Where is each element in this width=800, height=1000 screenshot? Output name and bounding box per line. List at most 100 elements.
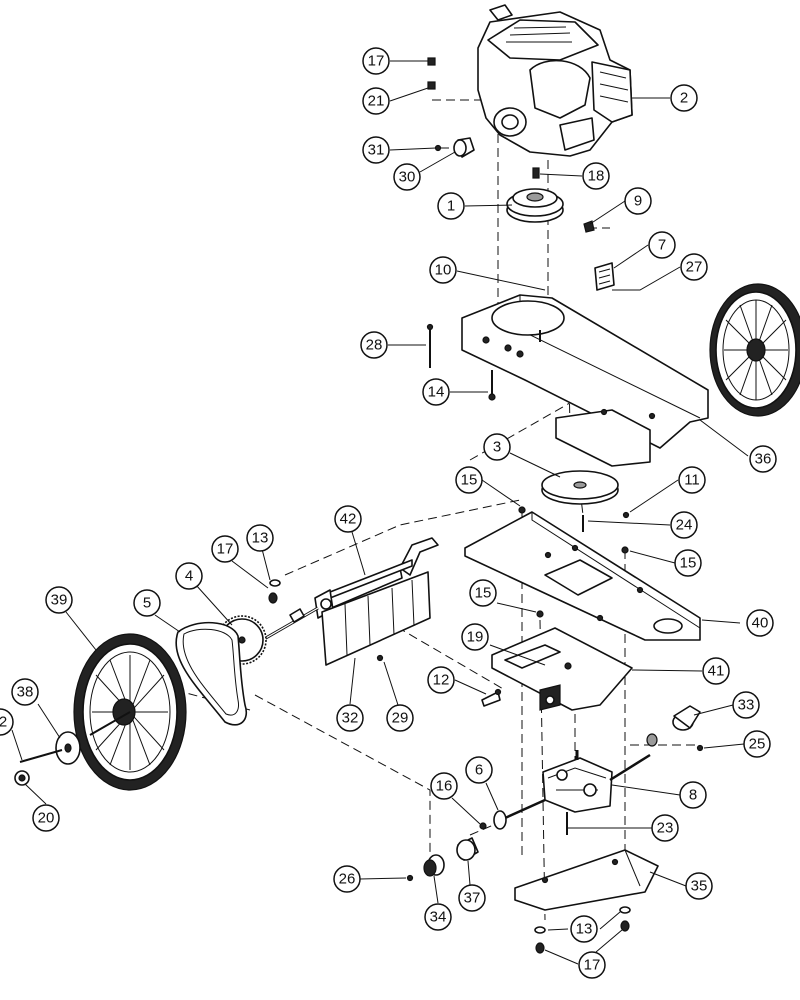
svg-text:19: 19 xyxy=(467,629,484,646)
svg-text:2: 2 xyxy=(680,90,688,107)
svg-text:15: 15 xyxy=(475,585,492,602)
shaft-parts-left xyxy=(406,810,507,882)
svg-text:30: 30 xyxy=(399,169,416,186)
callout-36: 36 xyxy=(749,445,777,473)
callout-39: 39 xyxy=(45,586,73,614)
callout-4: 4 xyxy=(175,562,203,590)
bracket-plate-part-41 xyxy=(491,627,633,711)
svg-text:20: 20 xyxy=(38,810,55,827)
svg-text:11: 11 xyxy=(684,472,700,489)
callout-31: 31 xyxy=(362,136,390,164)
svg-text:27: 27 xyxy=(686,259,703,276)
callout-6: 6 xyxy=(465,756,493,784)
callout-34: 34 xyxy=(424,903,452,931)
callout-15-c: 15 xyxy=(469,579,497,607)
callout-2-bolt: 2 xyxy=(0,708,14,736)
callout-18: 18 xyxy=(582,162,610,190)
svg-text:36: 36 xyxy=(755,451,772,468)
svg-text:13: 13 xyxy=(576,921,593,938)
callout-2-engine: 2 xyxy=(670,84,698,112)
svg-text:14: 14 xyxy=(428,384,445,401)
callout-37: 37 xyxy=(458,884,486,912)
callout-20: 20 xyxy=(32,804,60,832)
svg-text:4: 4 xyxy=(185,568,193,585)
left-wheel-part-39 xyxy=(73,633,187,791)
svg-text:35: 35 xyxy=(691,878,708,895)
svg-text:41: 41 xyxy=(708,663,725,680)
callout-5: 5 xyxy=(133,589,161,617)
callout-29: 29 xyxy=(386,704,414,732)
svg-text:6: 6 xyxy=(475,762,483,779)
callout-19: 19 xyxy=(461,623,489,651)
callout-24: 24 xyxy=(670,511,698,539)
transmission-part-8 xyxy=(504,750,651,835)
svg-text:15: 15 xyxy=(680,555,697,572)
callout-33: 33 xyxy=(732,691,760,719)
skid-plate-part-35 xyxy=(514,849,659,954)
callout-23: 23 xyxy=(651,814,679,842)
decal-part-7 xyxy=(594,262,615,291)
right-wheel xyxy=(709,283,800,417)
callout-13-bottom: 13 xyxy=(570,915,598,943)
callout-3: 3 xyxy=(483,433,511,461)
callout-30: 30 xyxy=(393,163,421,191)
callout-7: 7 xyxy=(648,231,676,259)
svg-text:3: 3 xyxy=(493,439,501,456)
handle-bracket-part-42 xyxy=(314,537,439,619)
svg-text:2: 2 xyxy=(0,714,7,731)
svg-text:17: 17 xyxy=(368,53,385,70)
callout-17-top: 17 xyxy=(362,47,390,75)
svg-text:28: 28 xyxy=(366,337,383,354)
guard-part-32 xyxy=(321,571,431,666)
leader-lines xyxy=(11,60,749,965)
svg-text:23: 23 xyxy=(657,820,674,837)
svg-text:31: 31 xyxy=(368,142,385,159)
svg-text:24: 24 xyxy=(676,517,693,534)
callout-13-mid: 13 xyxy=(246,524,274,552)
svg-text:37: 37 xyxy=(464,890,481,907)
callout-1: 1 xyxy=(437,192,465,220)
svg-text:5: 5 xyxy=(143,595,151,612)
callout-40: 40 xyxy=(746,609,774,637)
callout-17-bottom: 17 xyxy=(578,951,606,979)
callout-38: 38 xyxy=(11,678,39,706)
svg-text:17: 17 xyxy=(217,541,234,558)
svg-text:42: 42 xyxy=(340,511,357,528)
pulley-part-1 xyxy=(506,188,564,223)
callout-35: 35 xyxy=(685,872,713,900)
engine-part-2 xyxy=(477,4,633,157)
svg-text:33: 33 xyxy=(738,697,755,714)
svg-text:13: 13 xyxy=(252,530,269,547)
svg-text:12: 12 xyxy=(433,672,450,689)
svg-text:40: 40 xyxy=(752,615,769,632)
svg-text:7: 7 xyxy=(658,237,666,254)
pulley-part-3 xyxy=(541,470,619,505)
upper-frame-part-36 xyxy=(461,294,709,467)
svg-text:34: 34 xyxy=(430,909,447,926)
pins xyxy=(426,323,496,401)
callout-41: 41 xyxy=(702,657,730,685)
hub-part-38 xyxy=(14,731,81,786)
callout-16: 16 xyxy=(430,772,458,800)
callout-15-a: 15 xyxy=(455,466,483,494)
callout-27: 27 xyxy=(680,253,708,281)
deck-plate-part-40 xyxy=(464,511,701,641)
callout-28: 28 xyxy=(360,331,388,359)
callout-15-b: 15 xyxy=(674,549,702,577)
svg-text:8: 8 xyxy=(689,787,697,804)
callout-14: 14 xyxy=(422,378,450,406)
callout-12: 12 xyxy=(427,666,455,694)
callout-17-mid: 17 xyxy=(211,535,239,563)
svg-text:38: 38 xyxy=(17,684,34,701)
callouts: 17 21 2 31 30 18 1 9 10 7 27 28 14 36 3 … xyxy=(0,47,777,979)
callout-42: 42 xyxy=(334,505,362,533)
svg-text:26: 26 xyxy=(339,871,356,888)
engine-fasteners xyxy=(427,57,595,233)
svg-text:18: 18 xyxy=(588,168,605,185)
svg-text:10: 10 xyxy=(435,262,452,279)
svg-text:1: 1 xyxy=(447,198,455,215)
svg-text:25: 25 xyxy=(749,736,766,753)
callout-9: 9 xyxy=(624,187,652,215)
middle-fasteners xyxy=(481,506,630,707)
callout-32: 32 xyxy=(336,704,364,732)
